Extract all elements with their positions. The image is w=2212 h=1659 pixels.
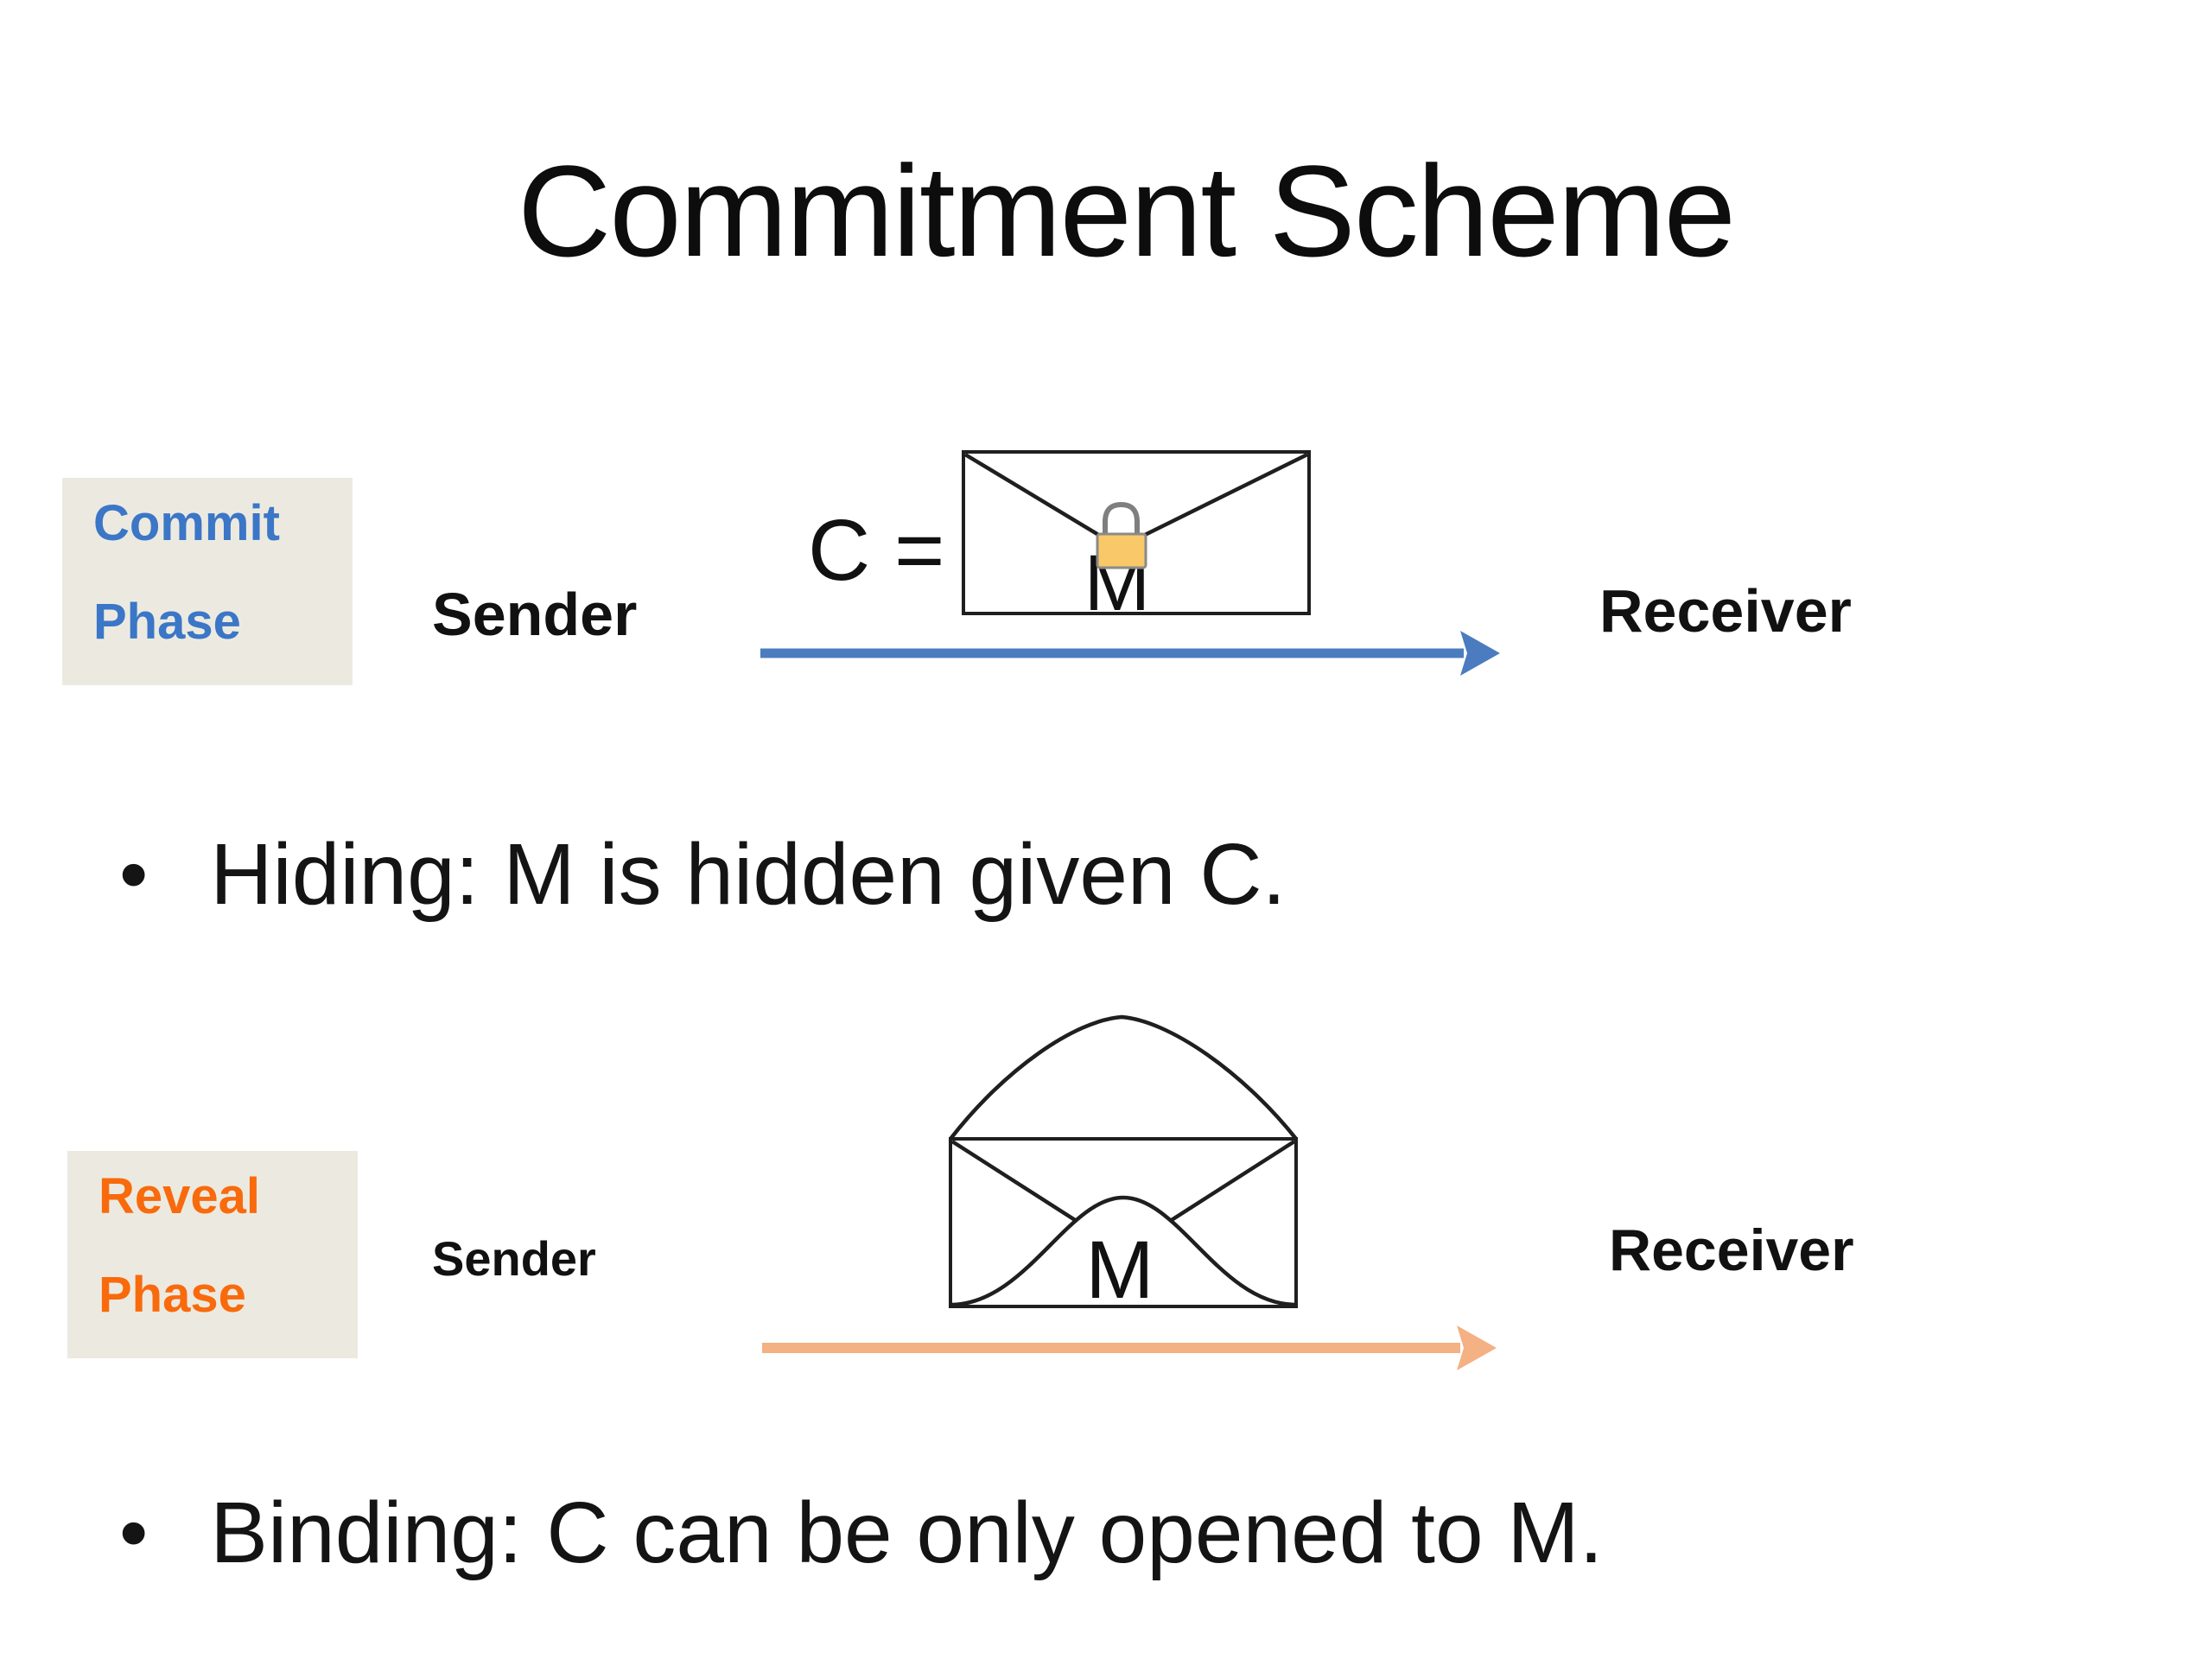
reveal-phase-label: Reveal Phase: [67, 1151, 358, 1358]
bullet-icon: •: [119, 1487, 149, 1579]
commit-phase-line1: Commit: [93, 495, 280, 551]
open-envelope-body-outline: [949, 1137, 1298, 1308]
commitment-formula: C =: [808, 502, 945, 599]
commit-receiver-label: Receiver: [1599, 577, 1852, 645]
hiding-bullet: • Hiding: M is hidden given C.: [119, 821, 1286, 929]
open-envelope-flap: [949, 1014, 1298, 1141]
reveal-phase-line1: Reveal: [99, 1168, 261, 1224]
sealed-envelope-icon: M: [962, 450, 1311, 627]
commit-arrow-head: [1460, 631, 1500, 676]
commit-sender-label: Sender: [432, 581, 638, 648]
slide-title: Commitment Scheme: [517, 138, 1736, 283]
binding-bullet-text: Binding: C can be only opened to M.: [210, 1484, 1604, 1581]
commit-phase-label: Commit Phase: [62, 478, 353, 685]
hiding-bullet-text: Hiding: M is hidden given C.: [210, 826, 1287, 923]
reveal-sender-label: Sender: [432, 1231, 596, 1286]
open-envelope-letter-hump: [951, 1195, 1295, 1307]
open-envelope-icon: M: [949, 1014, 1298, 1316]
commit-phase-line2: Phase: [93, 594, 241, 650]
reveal-arrow-head: [1457, 1325, 1497, 1370]
lock-icon: [1096, 501, 1147, 569]
lock-shackle: [1103, 501, 1140, 537]
reveal-phase-line2: Phase: [99, 1267, 246, 1323]
sealed-envelope-flap-left-line: [963, 453, 1102, 537]
lock-body: [1096, 532, 1147, 569]
commit-arrow: [760, 631, 1500, 676]
reveal-message-m: M: [1085, 1224, 1154, 1316]
sealed-envelope-flap-right-line: [1142, 452, 1308, 538]
reveal-receiver-label: Receiver: [1609, 1217, 1854, 1283]
binding-bullet: • Binding: C can be only opened to M.: [119, 1479, 1603, 1587]
reveal-arrow: [762, 1325, 1497, 1370]
bullet-icon: •: [119, 829, 149, 920]
